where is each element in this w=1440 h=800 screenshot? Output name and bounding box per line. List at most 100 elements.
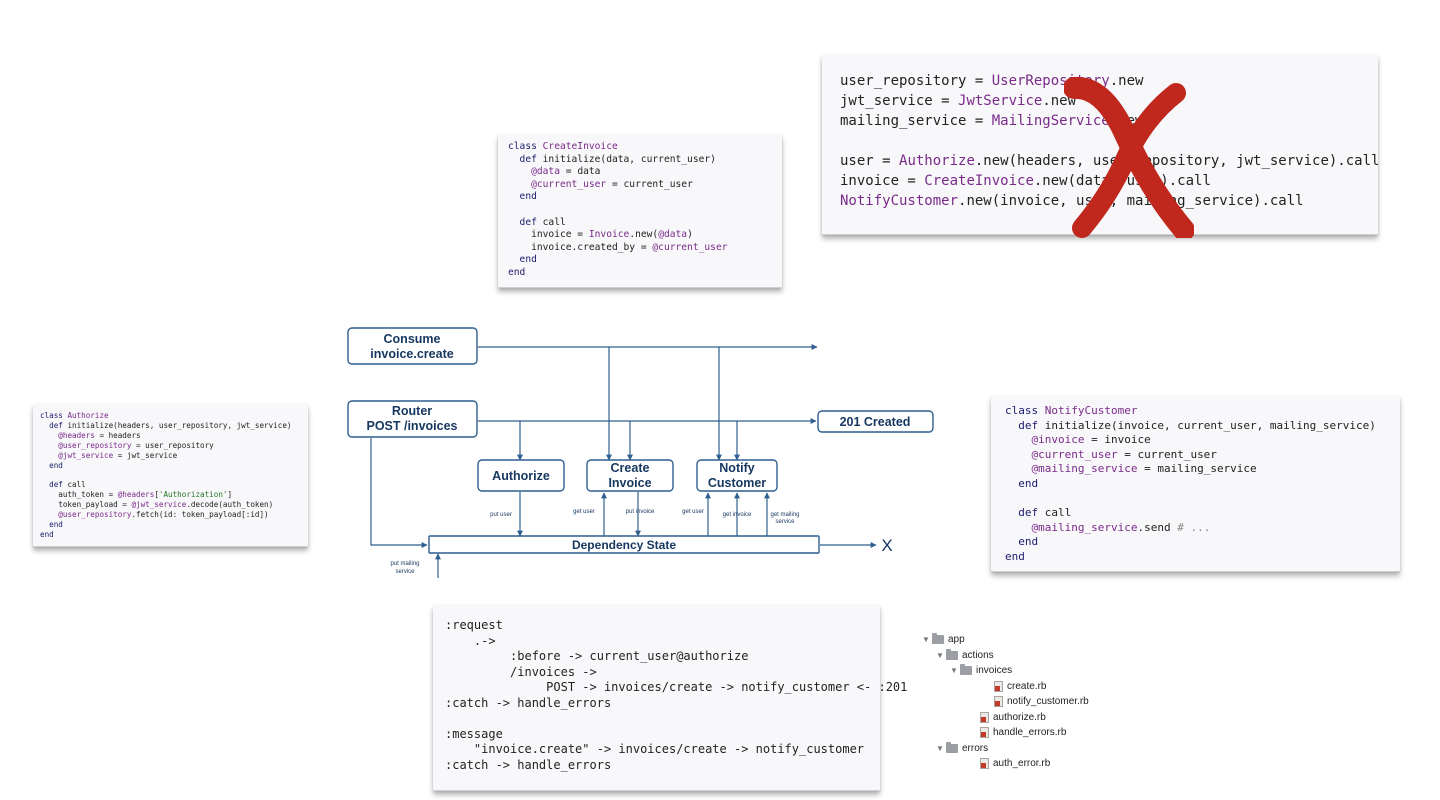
- create-label: Create: [611, 461, 650, 475]
- code-token: class: [1005, 404, 1045, 417]
- code-token: [1005, 433, 1032, 446]
- code-token: call: [1044, 506, 1072, 520]
- code-token: def: [1005, 418, 1045, 432]
- code-token: [40, 441, 58, 450]
- code-line: invoice = CreateInvoice.new(data, user).…: [840, 171, 1360, 191]
- code-line: def initialize(invoice, current_user, ma…: [1005, 419, 1386, 434]
- code-token: initialize(data, current_user): [542, 153, 716, 165]
- code-token: .new: [1109, 113, 1144, 129]
- authorize-code-card: class Authorize def initialize(headers, …: [33, 404, 308, 547]
- code-line: invoice = Invoice.new(@data): [508, 229, 772, 242]
- code-token: end: [40, 519, 63, 529]
- code-token: NotifyCustomer: [1044, 404, 1138, 417]
- tree-item-label: invoices: [976, 665, 1013, 676]
- code-line: [840, 131, 1360, 151]
- router-to-state-line: [370, 438, 428, 548]
- tree-folder[interactable]: ▼ actions: [936, 648, 994, 663]
- code-token: [40, 431, 58, 440]
- folder-icon: [946, 648, 958, 660]
- code-line: /invoices ->: [445, 665, 868, 681]
- created-label: 201 Created: [840, 415, 911, 429]
- router-label-2: POST /invoices: [366, 419, 457, 433]
- code-line: end: [1005, 550, 1386, 565]
- code-token: def: [508, 153, 543, 165]
- code-line: def call: [1005, 506, 1386, 521]
- code-token: :before -> current_user@authorize: [445, 649, 749, 663]
- tree-file[interactable]: handle_errors.rb: [980, 725, 1066, 740]
- tree-file[interactable]: authorize.rb: [980, 710, 1046, 725]
- tree-file[interactable]: notify_customer.rb: [994, 694, 1089, 709]
- code-token: end: [1005, 535, 1039, 549]
- code-token: = mailing_service: [1137, 462, 1257, 476]
- code-line: @invoice = invoice: [1005, 433, 1386, 448]
- code-token: initialize(headers, user_repository, jwt…: [67, 420, 292, 430]
- code-token: 'Authorization': [158, 490, 228, 500]
- folder-icon: [932, 633, 944, 644]
- code-token: = jwt_service: [113, 450, 178, 460]
- tree-item-label: auth_error.rb: [993, 758, 1051, 769]
- ruby-file-icon: [980, 727, 989, 738]
- code-token: CreateInvoice: [924, 173, 1034, 189]
- code-token: end: [508, 191, 537, 203]
- ruby-file-icon: [994, 680, 1003, 692]
- code-token: @current_user: [652, 241, 728, 253]
- code-token: @invoice: [1031, 433, 1085, 447]
- code-line: @data = data: [508, 166, 772, 179]
- tree-folder[interactable]: ▼ invoices: [950, 663, 1012, 678]
- code-token: end: [40, 529, 54, 539]
- code-token: initialize(invoice, current_user, mailin…: [1044, 418, 1376, 432]
- dependency-state-box: [428, 535, 820, 554]
- code-line: jwt_service = JwtService.new: [840, 91, 1360, 111]
- code-token: class: [40, 411, 68, 420]
- dependency-state-label: Dependency State: [572, 538, 676, 552]
- disclosure-triangle-icon[interactable]: ▼: [922, 635, 930, 644]
- code-token: end: [508, 266, 526, 278]
- code-line: @current_user = current_user: [508, 179, 772, 192]
- get-user-label-2: get user: [682, 509, 704, 515]
- code-token: end: [1005, 549, 1025, 563]
- code-token: @current_user: [531, 178, 607, 190]
- code-line: [508, 204, 772, 217]
- code-token: call: [67, 480, 86, 490]
- code-line: [1005, 492, 1386, 507]
- code-token: @user_repository: [58, 440, 132, 450]
- code-token: [1005, 521, 1032, 534]
- authorize-box: [477, 459, 565, 492]
- code-token: end: [40, 460, 63, 470]
- tree-item-label: app: [948, 634, 965, 645]
- code-line: "invoice.create" -> invoices/create -> n…: [445, 742, 868, 758]
- tree-file[interactable]: auth_error.rb: [980, 756, 1050, 771]
- code-token: .fetch(id: token_payload[:id]): [131, 510, 269, 520]
- code-line: NotifyCustomer.new(invoice, user, mailin…: [840, 191, 1360, 211]
- tree-folder[interactable]: ▼ errors: [936, 741, 988, 756]
- code-line: end: [40, 530, 301, 540]
- code-token: @data: [531, 166, 560, 178]
- tree-item-label: actions: [962, 649, 994, 661]
- tree-folder[interactable]: ▼ app: [922, 632, 965, 647]
- code-line: end: [1005, 535, 1386, 550]
- disclosure-triangle-icon[interactable]: ▼: [936, 650, 944, 660]
- code-token: .new(: [629, 229, 659, 241]
- code-token: UserRepository: [991, 73, 1110, 89]
- code-line: token_payload = @jwt_service.decode(auth…: [40, 500, 301, 510]
- tree-file[interactable]: create.rb: [994, 679, 1046, 694]
- code-token: /invoices ->: [445, 664, 597, 679]
- code-token: Authorize: [899, 153, 975, 169]
- code-line: auth_token = @headers['Authorization']: [40, 490, 301, 500]
- code-token: .new(data, user).call: [1033, 173, 1211, 189]
- code-token: MailingService: [991, 113, 1110, 129]
- ruby-file-icon: [994, 696, 1003, 707]
- code-token: Authorize: [67, 411, 109, 420]
- code-line: class Authorize: [40, 411, 301, 421]
- code-token: @headers: [58, 430, 95, 440]
- tree-item-label: authorize.rb: [993, 711, 1046, 723]
- get-invoice-label: get invoice: [723, 512, 752, 518]
- code-token: def: [508, 216, 543, 228]
- tree-item-label: errors: [962, 742, 989, 754]
- code-line: [40, 470, 301, 480]
- notify-customer-code-card: class NotifyCustomer def initialize(invo…: [991, 396, 1400, 572]
- disclosure-triangle-icon[interactable]: ▼: [950, 666, 958, 675]
- disclosure-triangle-icon[interactable]: ▼: [936, 743, 944, 753]
- put-invoice-label: put invoice: [626, 509, 655, 515]
- code-line: @user_repository.fetch(id: token_payload…: [40, 510, 301, 520]
